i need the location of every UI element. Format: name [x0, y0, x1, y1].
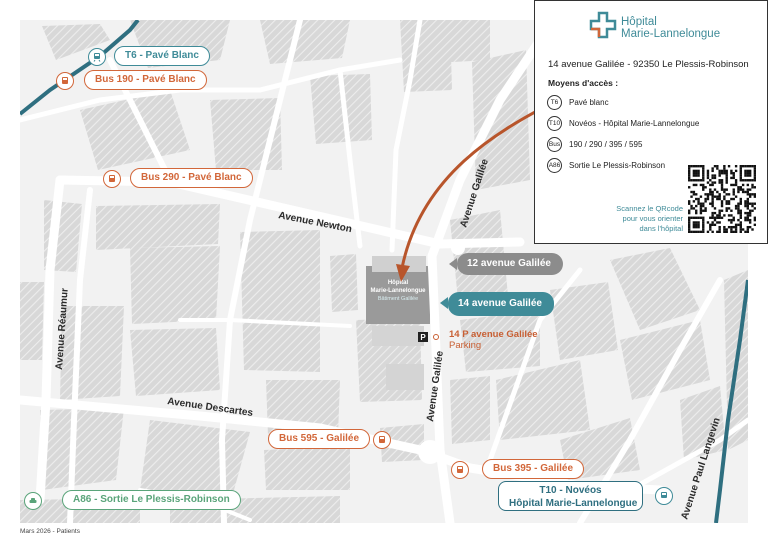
access-t6-text: Pavé blanc: [569, 98, 609, 107]
badge-bus: Bus: [547, 137, 562, 152]
hospital-label-1: Hôpital: [388, 280, 409, 286]
addr14-pointer: [440, 297, 448, 309]
tram-icon: [655, 487, 673, 505]
parking-addr-line: 14 P avenue Galilée: [449, 329, 538, 340]
badge-t10: T10: [547, 116, 562, 131]
scan-instructions: Scannez le QRcode pour vous orienter dan…: [583, 204, 683, 234]
badge-a86: A86: [547, 158, 562, 173]
a86-pill[interactable]: A86 - Sortie Le Plessis-Robinson: [62, 490, 241, 510]
hospital-label-3: Bâtiment Galilée: [378, 296, 418, 302]
parking-address: 14 P avenue Galilée Parking: [449, 329, 538, 351]
direction-arrow-head: [396, 264, 410, 282]
addr-12-flag[interactable]: 12 avenue Galilée: [457, 253, 563, 275]
parking-symbol: P: [420, 333, 426, 342]
bus-icon: [56, 72, 74, 90]
badge-t6: T6: [547, 95, 562, 110]
car-icon: [24, 492, 42, 510]
hospital-building: [366, 266, 430, 324]
hospital-label-2: Marie-Lannelongue: [370, 288, 426, 294]
access-t10-text: Novéos - Hôpital Marie-Lannelongue: [569, 119, 700, 128]
bus-icon: [103, 170, 121, 188]
tram-line-t10: [714, 279, 748, 523]
access-bus-text: 190 / 290 / 395 / 595: [569, 140, 643, 149]
info-address: 14 avenue Galilée - 92350 Le Plessis-Rob…: [548, 59, 749, 70]
bus-595-pill[interactable]: Bus 595 - Galilée: [268, 429, 371, 449]
access-title: Moyens d'accès :: [548, 78, 619, 88]
bus-icon: [373, 431, 391, 449]
scan-line2: pour vous orienter: [622, 214, 683, 223]
access-row-t6: T6 Pavé blanc: [547, 95, 609, 110]
scan-line1: Scannez le QRcode: [616, 204, 683, 213]
t6-pill[interactable]: T6 - Pavé Blanc: [114, 46, 210, 66]
t10-line1: T10 - Novéos: [539, 485, 602, 496]
addr12-pointer: [449, 258, 457, 270]
access-row-bus: Bus 190 / 290 / 395 / 595: [547, 137, 642, 152]
qr-code[interactable]: [688, 165, 756, 233]
info-panel: Hôpital Marie-Lannelongue 14 avenue Gali…: [534, 0, 768, 244]
parking-label: Parking: [449, 340, 482, 351]
parking-icon: [418, 332, 428, 342]
logo-line1: Hôpital: [621, 16, 657, 28]
bus-290-pill[interactable]: Bus 290 - Pavé Blanc: [130, 168, 253, 188]
t10-pill[interactable]: T10 - Novéos Hôpital Marie-Lannelongue: [498, 481, 643, 511]
bus-icon: [451, 461, 469, 479]
bus-190-pill[interactable]: Bus 190 - Pavé Blanc: [84, 70, 207, 90]
logo-text: Hôpital Marie-Lannelongue: [621, 16, 720, 40]
scan-line3: dans l'hôpital: [639, 224, 683, 233]
t10-line2: Hôpital Marie-Lannelongue: [509, 498, 638, 509]
bus-395-pill[interactable]: Bus 395 - Galilée: [482, 459, 585, 479]
addr-14-flag[interactable]: 14 avenue Galilée: [448, 292, 554, 316]
hospital-logo-icon: [589, 11, 617, 39]
access-row-t10: T10 Novéos - Hôpital Marie-Lannelongue: [547, 116, 699, 131]
footer-text: Mars 2026 - Patients: [20, 528, 80, 535]
tram-icon: [88, 48, 106, 66]
access-row-a86: A86 Sortie Le Plessis-Robinson: [547, 158, 665, 173]
access-a86-text: Sortie Le Plessis-Robinson: [569, 161, 666, 170]
logo-line2: Marie-Lannelongue: [621, 28, 721, 40]
